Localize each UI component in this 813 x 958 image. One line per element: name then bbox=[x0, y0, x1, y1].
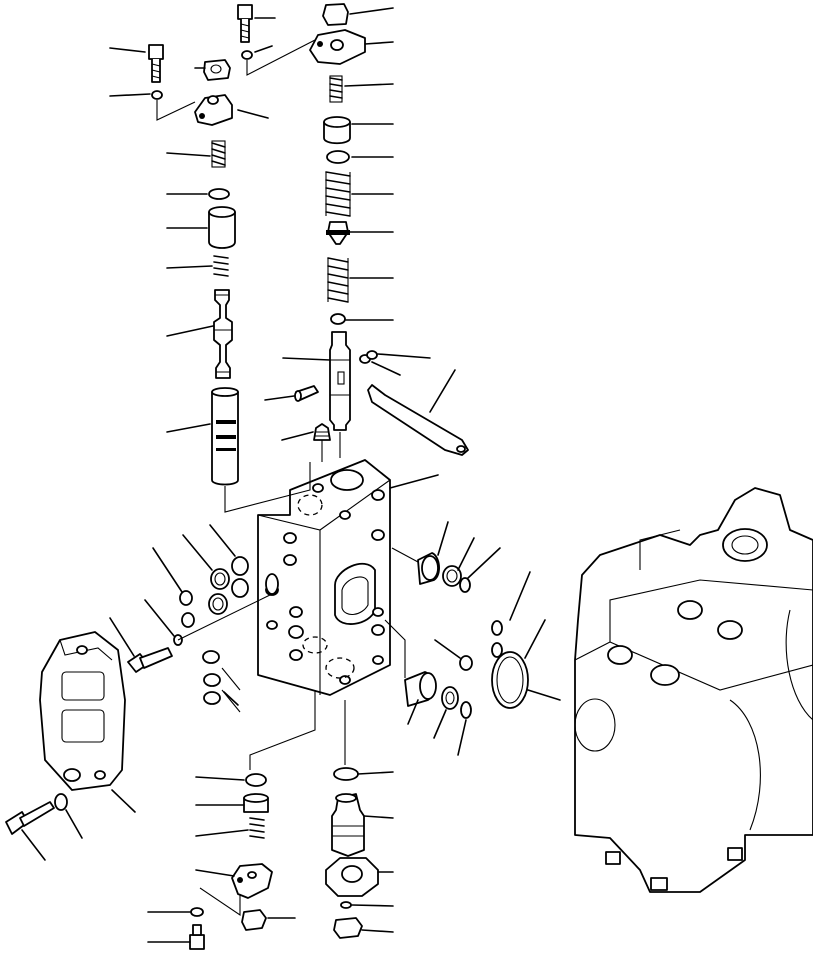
cover-bolt bbox=[5, 793, 68, 835]
valve-body bbox=[257, 459, 391, 696]
left-part-stack bbox=[148, 44, 311, 513]
bottom-part-stack bbox=[189, 690, 379, 950]
left-side-plugs bbox=[127, 556, 279, 713]
center-part-stack bbox=[237, 3, 469, 462]
pump-housing bbox=[574, 487, 813, 893]
cover-plate bbox=[39, 631, 126, 791]
leader-lines bbox=[21, 7, 561, 943]
right-side-plugs bbox=[384, 547, 529, 719]
